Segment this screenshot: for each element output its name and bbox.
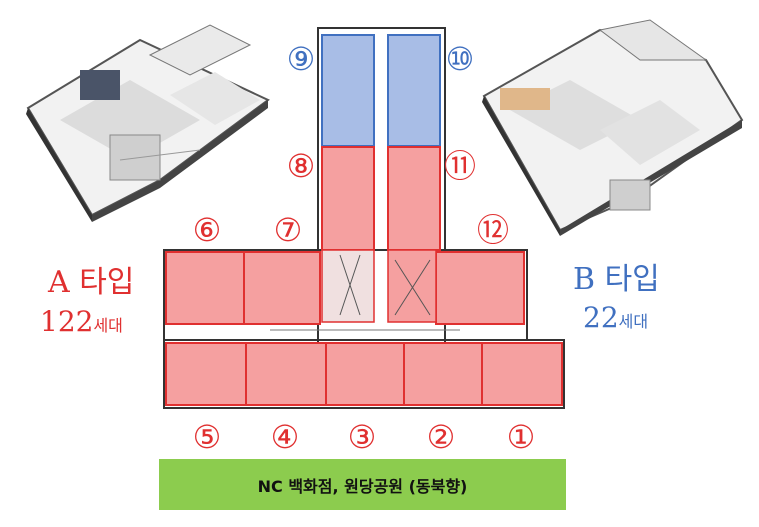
unit-7-area	[243, 251, 321, 325]
unit-number-marker: ⑪	[444, 147, 476, 185]
unit-number-marker: ③	[348, 418, 377, 456]
unit-number-marker: ⑨	[287, 40, 316, 78]
unit-number-marker: ②	[427, 418, 456, 456]
type-a-room-render	[26, 24, 270, 222]
unit-8-area	[321, 146, 375, 251]
direction-banner: NC 백화점, 원당공원 (동북향)	[159, 459, 566, 510]
core-left	[321, 249, 375, 323]
unit-11-area	[387, 146, 441, 251]
unit-10-area	[387, 34, 441, 147]
unit-fills	[165, 34, 563, 406]
type-b-room-render	[482, 19, 744, 236]
direction-label: NC 백화점, 원당공원 (동북향)	[257, 476, 468, 496]
unit-number-marker: ⑦	[274, 211, 303, 249]
type-b-label: B 타입	[573, 262, 660, 297]
unit-number-marker: ⑧	[287, 147, 316, 185]
unit-9-area	[321, 34, 375, 147]
unit-number-marker: ⑫	[477, 211, 509, 249]
unit-number-marker: ⑩	[446, 40, 475, 78]
unit-number-marker: ①	[507, 418, 536, 456]
unit-number-marker: ④	[271, 418, 300, 456]
unit-1-area	[481, 342, 563, 406]
unit-number-marker: ⑥	[193, 211, 222, 249]
unit-5-area	[165, 342, 247, 406]
unit-6-area	[165, 251, 245, 325]
unit-3-area	[325, 342, 405, 406]
unit-12-area	[435, 251, 525, 325]
type-b-count: 22세대	[583, 301, 649, 334]
unit-4-area	[245, 342, 327, 406]
type-a-count: 122세대	[40, 305, 123, 338]
unit-number-marker: ⑤	[193, 418, 222, 456]
unit-2-area	[403, 342, 483, 406]
type-a-label: A 타입	[48, 265, 135, 300]
